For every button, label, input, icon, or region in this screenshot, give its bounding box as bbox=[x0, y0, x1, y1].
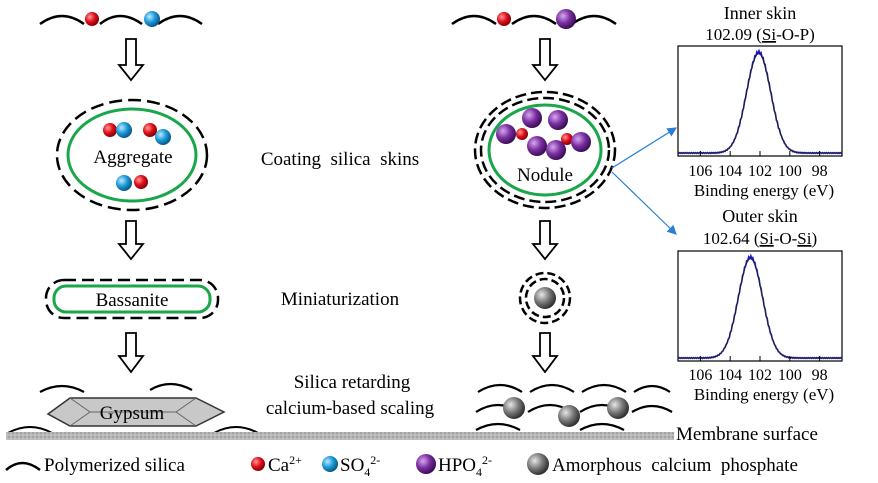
legend-so4-label: SO42- bbox=[340, 453, 380, 479]
xps-outer-tick-label: 106 bbox=[688, 367, 712, 384]
aggregate-label: Aggregate bbox=[93, 147, 172, 168]
xps-inner-peak: 102.09 (Si-O-P) bbox=[705, 25, 815, 44]
so4-ion bbox=[144, 11, 160, 27]
left-arrow-2 bbox=[117, 220, 145, 261]
xps-outer-xlabel: Binding energy (eV) bbox=[694, 385, 834, 404]
aggregate-particle bbox=[55, 98, 209, 212]
xps-inner-fit bbox=[678, 52, 842, 154]
acp-deposit bbox=[475, 383, 673, 431]
xps-outer-fit bbox=[678, 257, 842, 359]
left-arrow-1 bbox=[117, 38, 145, 82]
xps-outer-title: Outer skin bbox=[722, 206, 798, 226]
nodule-label: Nodule bbox=[517, 165, 573, 186]
ca-ion bbox=[85, 12, 99, 26]
legend-so4-symbol bbox=[322, 456, 338, 472]
legend-acp-label: Amorphous calcium phosphate bbox=[552, 455, 798, 476]
right-arrow-3 bbox=[531, 332, 559, 374]
xps-panel-inner: 106 104 102 100 98 bbox=[677, 45, 843, 180]
xps-inner-xlabel: Binding energy (eV) bbox=[694, 181, 834, 200]
xps-outer-ticks: 106 104 102 100 98 bbox=[688, 356, 828, 384]
xps-inner-tick-label: 98 bbox=[812, 163, 828, 180]
legend-acp-symbol bbox=[527, 453, 549, 475]
step-miniaturization-label: Miniaturization bbox=[281, 289, 400, 310]
xps-inner-tick-label: 100 bbox=[778, 163, 802, 180]
xps-inner-ticks: 106 104 102 100 98 bbox=[688, 151, 828, 180]
xps-inner-tick-label: 104 bbox=[718, 163, 742, 180]
acp-particle bbox=[518, 271, 572, 325]
xps-inner-tick-label: 102 bbox=[748, 163, 772, 180]
gypsum-label: Gypsum bbox=[100, 403, 165, 424]
gypsum-crystal bbox=[39, 382, 226, 427]
xps-inner-tick-label: 106 bbox=[688, 163, 712, 180]
xps-outer-tick-label: 98 bbox=[812, 367, 828, 384]
left-arrow-3 bbox=[117, 332, 145, 374]
bassanite-particle bbox=[44, 278, 220, 320]
nodule-particle bbox=[473, 90, 617, 210]
step-retarding-label-1: Silica retarding bbox=[294, 372, 411, 393]
legend-hpo4-symbol bbox=[416, 454, 436, 474]
legend: Polymerized silica Ca2+ SO42- HPO42- Amo… bbox=[5, 453, 798, 479]
xps-outer-peak: 102.64 (Si-O-Si) bbox=[703, 229, 817, 248]
bassanite-label: Bassanite bbox=[96, 290, 169, 311]
step-coating-label: Coating silica skins bbox=[261, 149, 419, 170]
left-top-ions bbox=[39, 11, 203, 27]
membrane-surface bbox=[6, 426, 674, 440]
legend-ca-symbol bbox=[251, 457, 265, 471]
xps-inner-title: Inner skin bbox=[724, 3, 796, 23]
legend-ca-label: Ca2+ bbox=[268, 453, 302, 476]
xps-panel-outer: 106 104 102 100 98 bbox=[677, 250, 843, 384]
xps-outer-tick-label: 100 bbox=[778, 367, 802, 384]
xps-outer-tick-label: 104 bbox=[718, 367, 742, 384]
xps-connector-arrows bbox=[611, 127, 678, 235]
right-top-ions bbox=[451, 9, 617, 29]
right-arrow-1 bbox=[531, 38, 559, 82]
legend-silica-label: Polymerized silica bbox=[44, 455, 185, 476]
legend-hpo4-label: HPO42- bbox=[438, 453, 492, 479]
legend-silica-symbol bbox=[5, 461, 41, 472]
membrane-label: Membrane surface bbox=[676, 424, 818, 445]
right-arrow-2 bbox=[531, 220, 559, 261]
step-retarding-label-2: calcium-based scaling bbox=[266, 398, 435, 419]
xps-outer-tick-label: 102 bbox=[748, 367, 772, 384]
